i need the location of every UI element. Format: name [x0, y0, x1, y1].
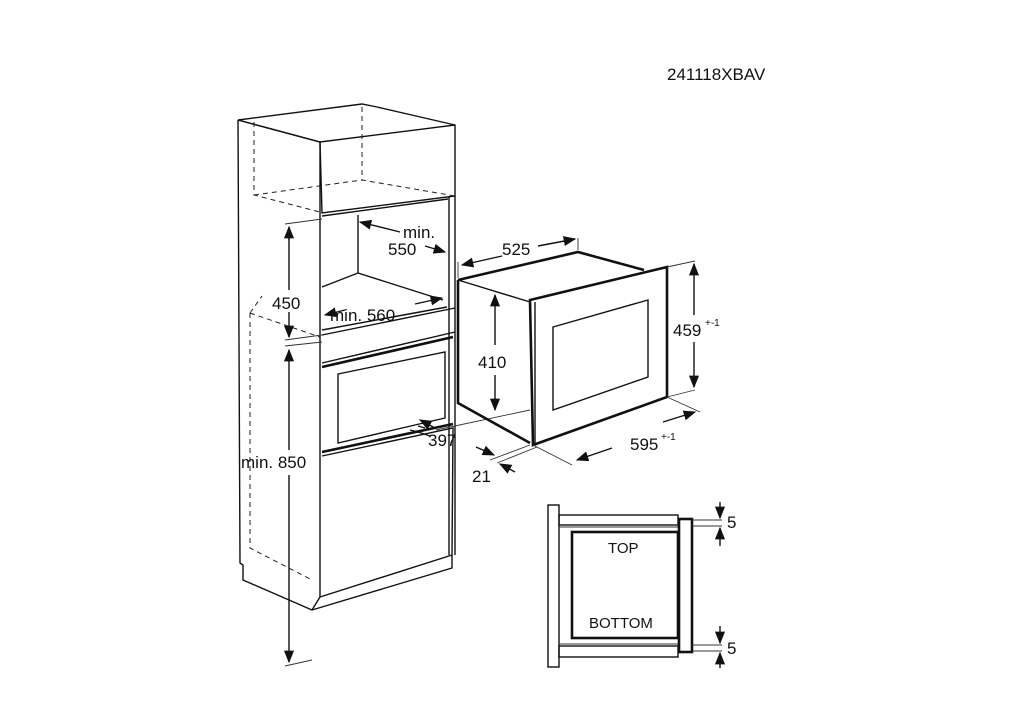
niche-depth-prefix: min.	[403, 223, 435, 242]
lower-door	[319, 427, 454, 598]
front-height-tolerance: +-1	[705, 318, 720, 329]
cabinet-top-box	[237, 103, 456, 214]
appliance-front-section	[677, 517, 694, 654]
appliance-depth-label: 525	[502, 240, 530, 259]
front-thickness-label: 21	[472, 467, 491, 486]
drawing-code: 241118XBAV	[667, 65, 766, 84]
niche-shelf	[321, 307, 456, 364]
top-shelf	[558, 514, 679, 526]
bottom-gap-label: 5	[727, 639, 736, 658]
appliance-front-width-label: 595	[630, 435, 658, 454]
oven-window	[337, 351, 446, 444]
cabinet-hidden-top	[253, 107, 456, 213]
top-gap-label: 5	[727, 513, 736, 532]
side-wall	[547, 504, 560, 668]
appliance-drawing: 525 410 459 +-1 595 +-1 21	[456, 236, 720, 486]
niche	[321, 198, 449, 301]
top-label: TOP	[608, 540, 639, 557]
appliance-window	[552, 299, 649, 411]
floor-height-label: min. 850	[241, 453, 306, 472]
cabinet-drawing: min. 550 min. 560 450 min. 850 397	[237, 103, 531, 667]
niche-depth-value: 550	[388, 240, 416, 259]
appliance-front-frame	[528, 265, 669, 447]
bottom-shelf	[558, 645, 679, 658]
cabinet-side-panel	[237, 119, 321, 611]
niche-height-label: 450	[272, 294, 300, 313]
bottom-label: BOTTOM	[589, 615, 653, 632]
appliance-body-height-label: 410	[478, 353, 506, 372]
cabinet-hidden-bottom	[249, 295, 321, 581]
appliance-front-height-label: 459	[673, 321, 701, 340]
door-offset-label: 397	[428, 431, 456, 450]
appliance-top	[457, 250, 645, 282]
front-width-tolerance: +-1	[661, 432, 676, 443]
niche-width-label: min. 560	[330, 306, 395, 325]
appliance-body	[456, 280, 531, 445]
side-section-detail: 5 5 TOP BOTTOM	[547, 502, 736, 668]
